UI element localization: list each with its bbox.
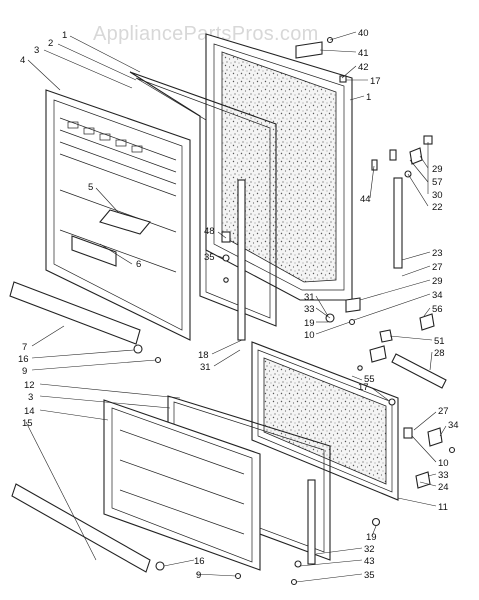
callout-label: 24: [438, 482, 449, 493]
callout-label: 9: [22, 366, 27, 377]
callout-label: 1: [366, 92, 371, 103]
callout-label: 19: [366, 532, 377, 543]
callout-label: 33: [438, 470, 449, 481]
hinge-pin: [221, 231, 231, 243]
freezer-breaker-strip: [237, 179, 246, 341]
fresh-food-door-liner: [103, 399, 261, 571]
lower-hinge-hardware: [290, 345, 456, 586]
callout-label: 57: [432, 177, 443, 188]
callouts-bottom-right: 27 34 10 33 24 11: [438, 406, 459, 513]
callout-label: 17: [370, 76, 381, 87]
callouts-bottom-left: 12 3 14 15 16 9: [22, 380, 205, 581]
leader-lines: [25, 31, 447, 583]
callout-label: 31: [304, 292, 315, 303]
callout-label: 2: [48, 38, 53, 49]
callout-label: 29: [432, 164, 443, 175]
callout-label: 33: [304, 304, 315, 315]
callout-label: 48: [204, 226, 215, 237]
callout-label: 32: [364, 544, 375, 555]
callout-label: 22: [432, 202, 443, 213]
callout-label: 17: [358, 382, 369, 393]
callout-label: 12: [24, 380, 35, 391]
callouts-top-left: 1 2 3 4 5 6 7 16 9: [18, 30, 141, 377]
callout-label: 15: [22, 418, 33, 429]
freezer-handle-trim: [9, 281, 141, 345]
callout-label: 10: [304, 330, 315, 341]
callout-label: 55: [364, 374, 375, 385]
callout-label: 44: [360, 194, 371, 205]
callouts-top-right: 40 41 42 17 1 44 29 57 30 22 23 27 29 34…: [304, 28, 445, 359]
callout-label: 28: [434, 348, 445, 359]
fresh-food-handle-trim: [11, 483, 151, 573]
callouts-top-middle: 48 35 18 31: [198, 226, 215, 373]
callout-label: 27: [432, 262, 443, 273]
callout-label: 9: [196, 570, 201, 581]
freezer-door-liner: [45, 89, 191, 341]
callout-label: 35: [204, 252, 215, 263]
lower-breaker-strip: [307, 479, 316, 565]
callout-label: 51: [434, 336, 445, 347]
callout-label: 6: [136, 259, 141, 270]
callout-label: 18: [198, 350, 209, 361]
callout-label: 42: [358, 62, 369, 73]
callout-label: 41: [358, 48, 369, 59]
callout-label: 10: [438, 458, 449, 469]
callout-label: 23: [432, 248, 443, 259]
callout-label: 4: [20, 55, 25, 66]
freezer-outer-door: [205, 33, 353, 301]
callout-label: 43: [364, 556, 375, 567]
callout-label: 34: [432, 290, 443, 301]
callout-label: 30: [432, 190, 443, 201]
callout-label: 16: [18, 354, 29, 365]
callout-label: 3: [34, 45, 39, 56]
callout-label: 56: [432, 304, 443, 315]
callout-label: 31: [200, 362, 211, 373]
callout-label: 16: [194, 556, 205, 567]
callout-label: 34: [448, 420, 459, 431]
callout-label: 14: [24, 406, 35, 417]
callout-label: 3: [28, 392, 33, 403]
callout-label: 1: [62, 30, 67, 41]
callout-label: 40: [358, 28, 369, 39]
callout-label: 11: [438, 502, 448, 513]
freezer-hinge-screw: [133, 344, 143, 354]
callout-label: 35: [364, 570, 375, 581]
callouts-bottom-middle: 55 17 19 32 43 35: [358, 374, 377, 581]
fresh-food-outer-door: [251, 341, 399, 501]
hinge-screw: [223, 277, 229, 283]
callout-label: 5: [88, 182, 93, 193]
hinge-bushing: [222, 254, 230, 262]
lower-screw: [234, 572, 242, 580]
callout-label: 7: [22, 342, 27, 353]
freezer-screw: [154, 356, 162, 364]
callout-label: 29: [432, 276, 443, 287]
lower-hinge-screw: [155, 561, 165, 571]
callout-label: 27: [438, 406, 449, 417]
callout-label: 19: [304, 318, 315, 329]
